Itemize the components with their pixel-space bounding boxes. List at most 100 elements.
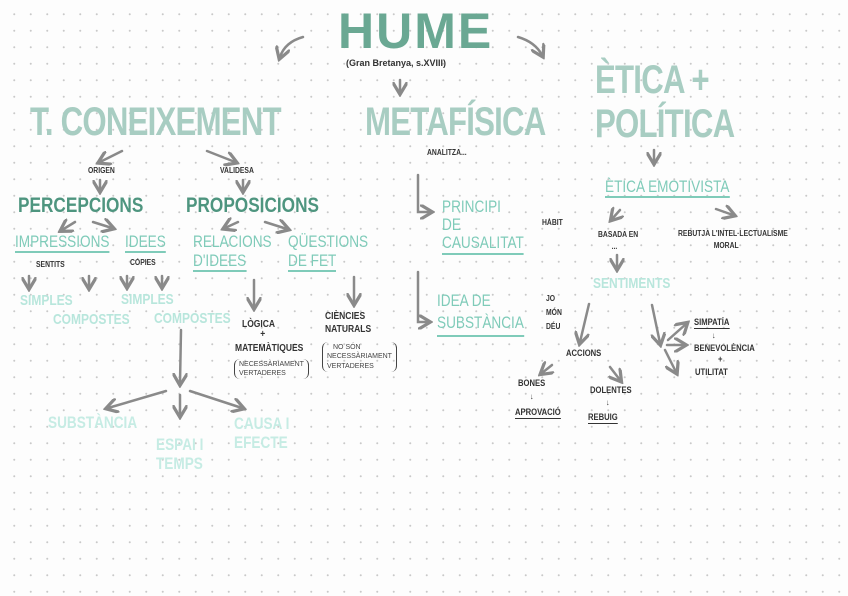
node-simples-impressions: SIMPLES <box>20 292 73 309</box>
arrow-sentiments-right <box>652 303 660 343</box>
idea-line: IDEA DE <box>437 291 491 310</box>
arrow-impressions <box>62 222 77 230</box>
node-causa-efecte: CAUSA I EFECTE <box>234 414 290 452</box>
ciencies-line-2: NATURALS <box>325 323 372 335</box>
node-benevolencia: BENEVOLÈNCIA <box>694 343 755 353</box>
node-logica-matematiques: LÒGICA + <box>242 320 275 340</box>
espai-line: ESPAI I <box>156 435 204 454</box>
plus: + <box>260 329 266 340</box>
arrow-rebutja <box>714 209 733 215</box>
arrow-down-dolentes: ↓ <box>606 398 610 407</box>
arrow-origen <box>100 149 124 162</box>
node-percepcions: PERCEPCIONS <box>18 194 144 217</box>
node-questions-fet: QÜESTIONS DE FET <box>288 233 368 272</box>
subtitle: (Gran Bretanya, s.XVIII) <box>346 58 447 68</box>
principi-line: DE <box>442 214 461 234</box>
node-substancia: SUBSTÀNCIA <box>48 413 138 432</box>
node-relacions-idees: RELACIONS D'IDEES <box>193 233 272 272</box>
label-habit: HÀBIT <box>542 218 563 227</box>
node-sentiments: SENTIMENTS <box>593 275 671 292</box>
item-jo: JO <box>546 294 556 303</box>
ciencies-line-1: CIÈNCIES <box>325 311 366 322</box>
arrow-causa <box>188 389 242 408</box>
arrow-basada <box>612 210 620 219</box>
efecte-line: EFECTE <box>234 432 288 452</box>
note-no-son: NO SÓN NECESSÀRIAMENT VERTADERES <box>322 342 397 373</box>
node-compostes-idees: COMPOSTES <box>154 310 231 327</box>
node-utilitat: UTILITAT <box>695 367 728 377</box>
principi-line: CAUSALITAT <box>442 233 524 255</box>
node-idea-substancia: IDEA DE SUBSTÀNCIA <box>437 290 524 338</box>
label-basada-en: BASADA EN ... <box>598 229 638 253</box>
arrow-simpatia <box>666 324 686 342</box>
node-proposicions: PROPOSICIONS <box>186 194 320 217</box>
node-ciencies-naturals: CIÈNCIES NATURALS <box>325 311 371 336</box>
arrow-dolentes <box>610 365 620 380</box>
questions-line-1: QÜESTIONS <box>288 232 369 251</box>
arrow-down-simpatia: ↓ <box>712 331 716 340</box>
principi-line: PRINCIPI <box>442 197 501 216</box>
arrow-relacions <box>225 222 240 228</box>
arrow-questions <box>263 222 287 229</box>
label-validesa: VALIDESA <box>220 166 254 175</box>
note-line: NECESSÀRIAMENT <box>327 353 392 361</box>
label-sentits: SENTITS <box>36 260 65 269</box>
branch-title-coneixement: T. CONEIXEMENT <box>30 100 282 144</box>
branch-title-metafisica: METAFÍSICA <box>365 100 546 144</box>
node-impressions: IMPRESSIONS <box>15 232 110 253</box>
arrow-hume-coneixement <box>280 35 305 57</box>
note-line: VERTADERES <box>239 370 286 378</box>
arrow-compostes-down <box>180 328 181 383</box>
node-espai-temps: ESPAI I TEMPS <box>156 435 204 473</box>
node-compostes-impressions: COMPOSTES <box>53 311 130 328</box>
temps-line: TEMPS <box>156 453 203 473</box>
plus-sign: + <box>718 354 723 364</box>
branch-title-etica-1: ÈTICA + <box>595 58 710 102</box>
node-rebuig: REBUIG <box>588 412 618 424</box>
basada-line: BASADA EN <box>598 230 639 239</box>
page-title: HUME <box>338 3 494 59</box>
branch-title-etica-2: POLÍTICA <box>595 102 735 146</box>
arrow-validesa <box>205 149 235 162</box>
node-simples-idees: SIMPLES <box>121 291 174 308</box>
node-aprovacio: APROVACIÓ <box>515 407 561 419</box>
node-simpatia: SIMPATÍA <box>694 317 730 329</box>
note-line: NECESSÀRIAMENT <box>239 361 304 368</box>
arrow-utilitat <box>663 348 676 372</box>
rebutja-line: REBUTJA L'INTEL·LECTUALISME <box>678 229 788 238</box>
arrow-idees <box>91 222 112 228</box>
arrow-accions <box>580 302 591 342</box>
questions-line-2: DE FET <box>288 251 337 272</box>
relacions-line-2: D'IDEES <box>193 251 247 272</box>
label-origen: ORIGEN <box>88 166 115 175</box>
list-jo-mon-deu: JO MÓN DÉU <box>546 292 562 334</box>
arrow-substancia <box>108 389 168 408</box>
label-copies: CÒPIES <box>130 258 156 267</box>
item-mon: MÓN <box>546 308 562 317</box>
arrow-down-bones: ↓ <box>530 392 534 401</box>
basada-ellipsis: ... <box>611 242 618 251</box>
logica: LÒGICA <box>242 319 276 330</box>
relacions-line-1: RELACIONS <box>193 232 272 251</box>
item-deu: DÉU <box>546 322 561 331</box>
note-line: NO SÓN <box>333 344 361 351</box>
note-line: VERTADERES <box>327 362 374 370</box>
label-rebutja: REBUTJA L'INTEL·LECTUALISME MORAL <box>678 228 788 252</box>
label-analitza: ANALITZA... <box>427 148 467 157</box>
node-idees: IDEES <box>125 232 166 253</box>
arrow-idea <box>416 270 428 322</box>
node-bones: BONES <box>518 378 546 388</box>
node-dolentes: DOLENTES <box>590 385 632 395</box>
arrow-bones <box>542 365 552 373</box>
causa-line: CAUSA I <box>234 414 290 433</box>
arrow-principi <box>416 173 430 212</box>
matematiques: MATEMÀTIQUES <box>235 343 304 354</box>
idea-line: SUBSTÀNCIA <box>437 312 524 338</box>
arrow-hume-etica <box>516 35 542 55</box>
node-principi-causalitat: PRINCIPI DE CAUSALITAT <box>442 198 524 255</box>
node-accions: ACCIONS <box>566 348 602 358</box>
note-necessariament: NECESSÀRIAMENT VERTADERES <box>234 359 309 380</box>
node-etica-emotivista: ÈTICA EMOTIVISTA <box>605 177 730 198</box>
rebutja-line: MORAL <box>713 241 739 250</box>
